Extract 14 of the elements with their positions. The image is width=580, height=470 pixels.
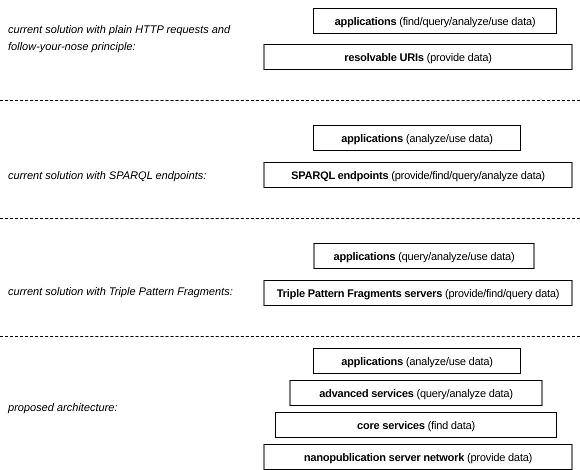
layer-box: applications (analyze/use data) bbox=[313, 125, 521, 151]
layer-box: applications (analyze/use data) bbox=[313, 348, 521, 374]
section-label: current solution with Triple Pattern Fragments: bbox=[8, 285, 234, 300]
layer-box: applications (query/analyze/use data) bbox=[314, 243, 534, 269]
layer-box: Triple Pattern Fragments servers (provide/find/query data) bbox=[264, 280, 572, 306]
layer-box: nanopublication server network (provide data) bbox=[264, 444, 572, 470]
layer-box: applications (find/query/analyze/use data) bbox=[313, 8, 557, 34]
layer-box: advanced services (query/analyze data) bbox=[290, 380, 542, 406]
section-label: current solution with SPARQL endpoints: bbox=[8, 169, 208, 184]
section-label: current solution with plain HTTP requests and follow-your-nose principle: bbox=[8, 23, 232, 55]
layer-box: SPARQL endpoints (provide/find/query/analyze data) bbox=[264, 162, 572, 188]
layer-box: core services (find data) bbox=[275, 412, 557, 438]
layer-box: resolvable URIs (provide data) bbox=[264, 44, 572, 70]
section-label: proposed architecture: bbox=[8, 401, 118, 416]
